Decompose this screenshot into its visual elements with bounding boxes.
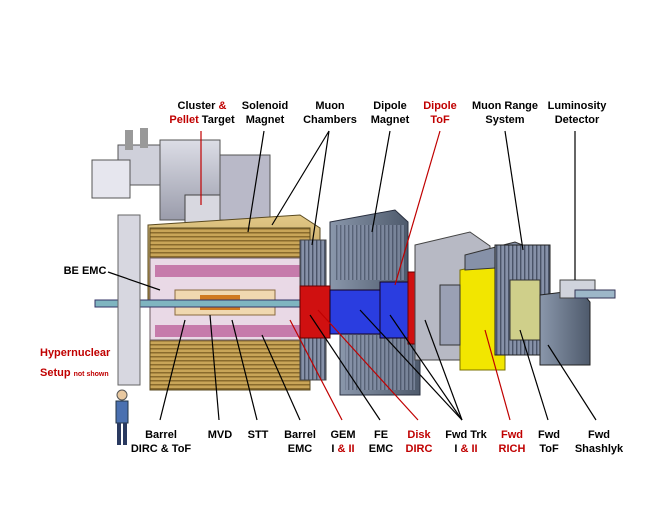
muon-chambers-l2: Chambers xyxy=(303,114,357,126)
dipole-magnet xyxy=(329,209,421,396)
hypernuclear-setup: Setup xyxy=(40,367,71,379)
barrel-emc-l2: EMC xyxy=(287,443,313,455)
cluster-text: Cluster xyxy=(177,100,216,112)
barrel-dirc-l1: Barrel xyxy=(145,429,177,441)
label-luminosity-detector: Luminosity Detector xyxy=(546,99,608,127)
dipole-tof-arrow xyxy=(394,130,441,286)
fwd-shashlyk-arrow xyxy=(547,344,597,421)
muon-range-l2: System xyxy=(485,114,525,126)
muon-range-l1: Muon Range xyxy=(472,100,538,112)
be-emc-arrow xyxy=(107,271,161,291)
cluster-amp: & xyxy=(215,100,227,112)
dipole-tof-l1: Dipole xyxy=(423,100,457,112)
disk-dirc-l1: Disk xyxy=(407,429,431,441)
dipole-magnet-arrow xyxy=(371,130,391,233)
fwd-trk-l2b: & II xyxy=(457,443,478,455)
label-dipole-magnet: Dipole Magnet xyxy=(368,99,412,127)
person-figure xyxy=(115,389,129,445)
solenoid-l2: Magnet xyxy=(245,114,285,126)
fwd-trk-l2a: I xyxy=(454,443,458,455)
fe-emc-arrow xyxy=(309,314,381,421)
fwd-rich-arrow xyxy=(484,329,511,421)
hypernuclear-not-shown: not shown xyxy=(73,371,109,378)
fwd-tof-l2: ToF xyxy=(539,443,559,455)
solenoid-yoke xyxy=(94,214,346,391)
fwd-tof-l1: Fwd xyxy=(538,429,560,441)
gem-l2a: I xyxy=(331,443,335,455)
label-fwd-rich: Fwd RICH xyxy=(496,428,528,456)
label-muon-range-system: Muon Range System xyxy=(470,99,540,127)
label-barrel-emc: Barrel EMC xyxy=(280,428,320,456)
label-hypernuclear: Hypernuclear Setup not shown xyxy=(40,346,112,382)
label-gem: GEM I & II xyxy=(326,428,360,456)
fe-emc-l1: FE xyxy=(373,429,389,441)
fwd-trk-arrow-3 xyxy=(424,319,463,421)
stt-arrow xyxy=(231,319,258,421)
muon-range-arrow xyxy=(504,130,524,251)
label-dipole-tof: Dipole ToF xyxy=(420,99,460,127)
fwd-rich-l2: RICH xyxy=(498,443,526,455)
fwd-rich-l1: Fwd xyxy=(501,429,523,441)
barrel-dirc-arrow xyxy=(159,319,186,421)
label-fwd-tof: Fwd ToF xyxy=(534,428,564,456)
fe-emc-l2: EMC xyxy=(368,443,394,455)
fwd-shashlyk-l1: Fwd xyxy=(588,429,610,441)
gem-l2b: & II xyxy=(334,443,355,455)
hypernuclear-l1: Hypernuclear xyxy=(40,347,111,359)
label-fwd-shashlyk: Fwd Shashlyk xyxy=(570,428,628,456)
disk-dirc-l2: DIRC xyxy=(405,443,433,455)
target-text: Target xyxy=(198,114,235,126)
fwd-tof-arrow xyxy=(519,329,549,421)
dipole-magnet-l1: Dipole xyxy=(373,100,407,112)
barrel-emc-l1: Barrel xyxy=(284,429,316,441)
label-disk-dirc: Disk DIRC xyxy=(402,428,436,456)
fwd-trk-arrow-2 xyxy=(389,314,463,421)
disk-dirc-arrow xyxy=(317,309,419,421)
gem-arrow xyxy=(289,319,343,421)
fwd-trk-l1: Fwd Trk xyxy=(445,429,487,441)
solenoid-arrow xyxy=(247,130,265,233)
label-stt: STT xyxy=(244,428,272,442)
muon-arrow-1 xyxy=(271,130,330,226)
barrel-emc-arrow xyxy=(261,334,301,421)
mvd-text: MVD xyxy=(207,429,233,441)
fwd-trk-arrow-1 xyxy=(359,309,463,421)
label-mvd: MVD xyxy=(204,428,236,442)
dipole-magnet-l2: Magnet xyxy=(370,114,410,126)
dipole-tof-l2: ToF xyxy=(430,114,450,126)
be-emc-text: BE EMC xyxy=(63,265,107,277)
barrel-dirc-l2: DIRC & ToF xyxy=(130,443,192,455)
label-barrel-dirc-tof: Barrel DIRC & ToF xyxy=(128,428,194,456)
label-cluster-target: Cluster & Pellet Target xyxy=(163,99,241,127)
label-muon-chambers: Muon Chambers xyxy=(302,99,358,127)
leader-lines xyxy=(107,130,597,421)
forward-spectrometer xyxy=(299,231,616,371)
label-fwd-trk: Fwd Trk I & II xyxy=(440,428,492,456)
muon-chambers-l1: Muon xyxy=(315,100,345,112)
label-be-emc: BE EMC xyxy=(60,264,110,278)
solenoid-l1: Solenoid xyxy=(241,100,289,112)
pellet-text: Pellet xyxy=(169,114,199,126)
fwd-shashlyk-l2: Shashlyk xyxy=(574,443,624,455)
label-fe-emc: FE EMC xyxy=(366,428,396,456)
label-solenoid-magnet: Solenoid Magnet xyxy=(240,99,290,127)
muon-arrow-2 xyxy=(311,130,330,246)
luminosity-l2: Detector xyxy=(554,114,600,126)
stt-text: STT xyxy=(247,429,269,441)
mvd-arrow xyxy=(209,314,220,421)
gem-l1: GEM xyxy=(330,429,356,441)
luminosity-l1: Luminosity xyxy=(547,100,607,112)
